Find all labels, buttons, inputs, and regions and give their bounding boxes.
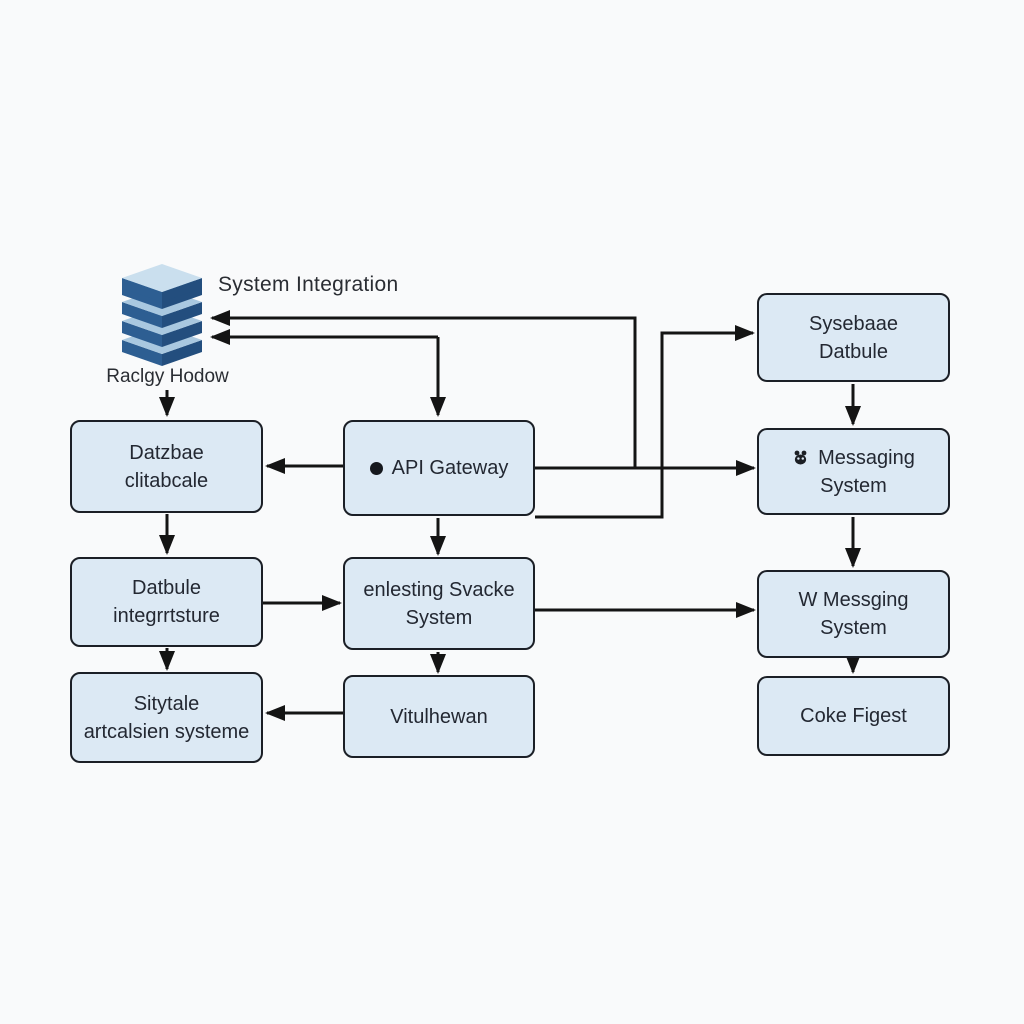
node-label-line: System	[820, 617, 887, 639]
node-label-line: Sitytale	[133, 692, 200, 715]
bug-glyph-icon	[794, 450, 807, 465]
database-stack-icon	[122, 264, 202, 366]
node-label-line: System	[820, 474, 887, 497]
bullet-circle-icon	[369, 461, 383, 475]
node-label-line: Datzbae	[129, 441, 204, 464]
node-label-line: enlesting Svacke	[363, 578, 515, 601]
node-label-line: W Messging	[798, 589, 909, 611]
node-state-systems: Sitytale artcalsien systeme	[70, 672, 263, 763]
node-label-line: Datbule	[132, 577, 201, 599]
node-api-gateway: API Gateway	[343, 420, 535, 516]
node-label-line: clitabcale	[124, 469, 209, 492]
arrow-apigateway-to-source-icon-upper	[210, 310, 637, 468]
node-label-line: Vitulhewan	[390, 705, 488, 728]
node-label-line: Sysebaae	[809, 312, 898, 335]
source-icon-label: Raclgy Hodow	[106, 366, 229, 387]
node-label-line: artcalsien systeme	[83, 720, 250, 743]
node-label-line: Coke Figest	[800, 705, 907, 727]
diagram-title: System Integration	[218, 273, 399, 296]
node-system-database: Sysebaae Datbule	[757, 293, 950, 382]
node-viewer: Vitulhewan	[343, 675, 535, 758]
node-label-line: API Gateway	[391, 457, 509, 479]
arrow-apigateway-to-sysdb	[535, 325, 755, 519]
node-label-line: Datbule	[819, 340, 888, 363]
node-label-line: Messaging	[818, 446, 915, 469]
node-database-integration: Datbule integrrtsture	[70, 557, 263, 647]
node-code-digest: Coke Figest	[757, 676, 950, 756]
node-ingest-system: enlesting Svacke System	[343, 557, 535, 650]
node-messaging-system: Messaging System	[757, 428, 950, 515]
node-w-messaging-system: W Messging System	[757, 570, 950, 658]
node-label-line: System	[405, 606, 473, 629]
node-database-source: Datzbae clitabcale	[70, 420, 263, 513]
node-label-line: integrrtsture	[113, 605, 220, 627]
